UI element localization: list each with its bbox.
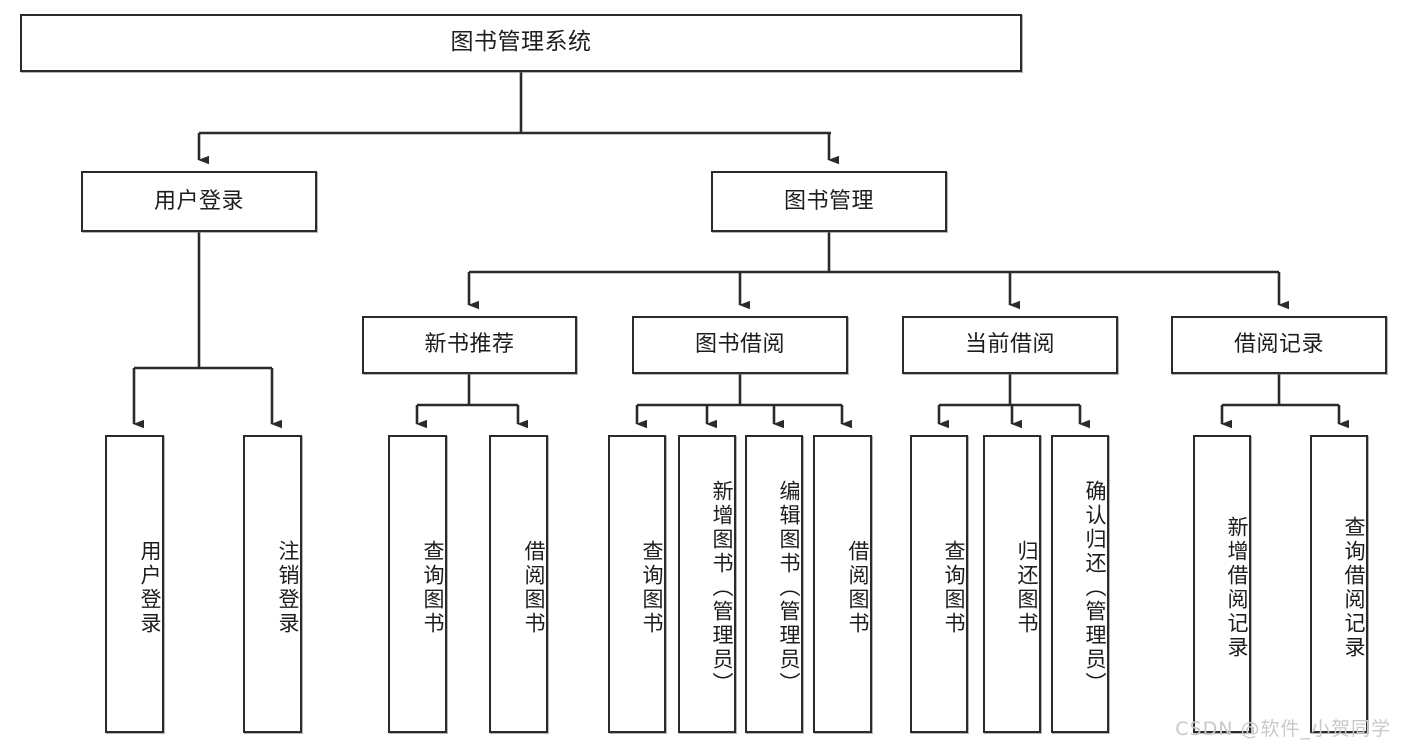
node-book-borrow[interactable]: 图书借阅 — [632, 316, 848, 374]
leaf-return-book[interactable]: 归还图书 — [983, 435, 1041, 733]
node-label: 新书推荐 — [424, 332, 515, 358]
leaf-add-borrow-record[interactable]: 新增借阅记录 — [1193, 435, 1251, 733]
leaf-edit-book-admin[interactable]: 编辑图书（管理员） — [745, 435, 803, 733]
node-label: 当前借阅 — [964, 332, 1055, 358]
node-book-manage[interactable]: 图书管理 — [711, 171, 947, 232]
node-new-book-recommend[interactable]: 新书推荐 — [362, 316, 577, 374]
node-root-system[interactable]: 图书管理系统 — [20, 14, 1022, 72]
leaf-user-login[interactable]: 用户登录 — [105, 435, 164, 733]
leaf-query-book[interactable]: 查询图书 — [608, 435, 666, 733]
leaf-query-borrow-record[interactable]: 查询借阅记录 — [1310, 435, 1368, 733]
leaf-confirm-return-admin[interactable]: 确认归还（管理员） — [1051, 435, 1109, 733]
node-label: 查询图书 — [640, 540, 664, 636]
node-label: 图书管理 — [783, 188, 874, 214]
node-label: 新增借阅记录 — [1225, 516, 1249, 660]
node-label: 用户登录 — [138, 540, 162, 636]
node-label: 确认归还（管理员） — [1083, 480, 1107, 696]
node-label: 注销登录 — [276, 540, 300, 636]
node-label: 借阅图书 — [522, 540, 546, 636]
leaf-borrow-book[interactable]: 借阅图书 — [813, 435, 872, 733]
node-label: 用户登录 — [153, 188, 244, 214]
node-label: 借阅记录 — [1233, 332, 1324, 358]
leaf-borrow-book-recommend[interactable]: 借阅图书 — [489, 435, 548, 733]
leaf-logout[interactable]: 注销登录 — [243, 435, 302, 733]
node-label: 图书借阅 — [694, 332, 785, 358]
leaf-query-book-recommend[interactable]: 查询图书 — [388, 435, 447, 733]
node-label: 查询借阅记录 — [1342, 516, 1366, 660]
node-user-login[interactable]: 用户登录 — [81, 171, 317, 232]
node-label: 图书管理系统 — [450, 29, 592, 56]
leaf-query-book-current[interactable]: 查询图书 — [910, 435, 968, 733]
node-label: 查询图书 — [942, 540, 966, 636]
leaf-add-book-admin[interactable]: 新增图书（管理员） — [678, 435, 736, 733]
watermark-text: CSDN @软件_小贺同学 — [1175, 718, 1391, 740]
node-label: 借阅图书 — [846, 540, 870, 636]
node-label: 归还图书 — [1015, 540, 1039, 636]
node-label: 编辑图书（管理员） — [777, 480, 801, 696]
node-label: 查询图书 — [421, 540, 445, 636]
node-borrow-record[interactable]: 借阅记录 — [1171, 316, 1387, 374]
node-label: 新增图书（管理员） — [710, 480, 734, 696]
node-current-borrow[interactable]: 当前借阅 — [902, 316, 1118, 374]
